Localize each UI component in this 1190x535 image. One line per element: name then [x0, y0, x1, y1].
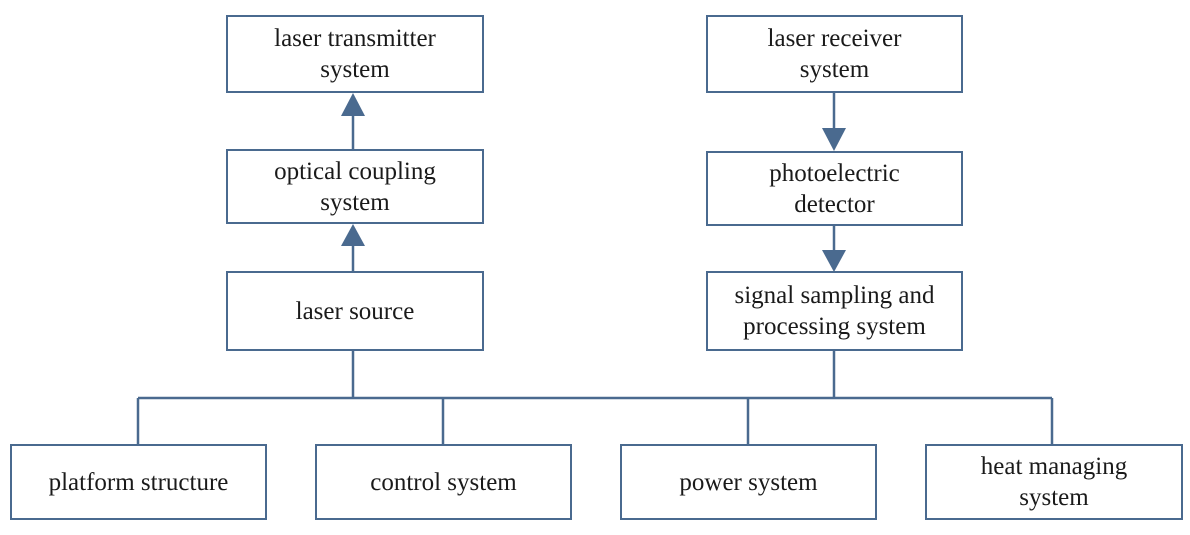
laser-source-label: laser source — [295, 297, 415, 325]
photoelectric-detector-label: photoelectric detector — [769, 159, 900, 218]
power-system-label: power system — [679, 468, 818, 496]
optical-coupling-label: optical coupling system — [274, 157, 436, 216]
signal-sampling-label: signal sampling and processing system — [734, 282, 935, 340]
arrowhead-up-transmitter — [341, 93, 365, 116]
laser-source-box: laser source — [226, 271, 484, 351]
arrowhead-up-coupling — [341, 224, 365, 246]
optical-coupling-box: optical coupling system — [226, 149, 484, 224]
power-system-box: power system — [620, 444, 877, 520]
control-system-label: control system — [370, 468, 517, 496]
signal-sampling-box: signal sampling and processing system — [706, 271, 963, 351]
arrowhead-down-sampling — [822, 250, 846, 272]
heat-managing-box: heat managing system — [925, 444, 1183, 520]
laser-transmitter-label: laser transmitter system — [274, 25, 436, 83]
laser-transmitter-box: laser transmitter system — [226, 15, 484, 93]
control-system-box: control system — [315, 444, 572, 520]
laser-receiver-box: laser receiver system — [706, 15, 963, 93]
laser-receiver-label: laser receiver system — [767, 25, 902, 83]
platform-structure-label: platform structure — [48, 468, 229, 496]
heat-managing-label: heat managing system — [980, 453, 1128, 511]
platform-structure-box: platform structure — [10, 444, 267, 520]
photoelectric-detector-box: photoelectric detector — [706, 151, 963, 226]
arrowhead-down-detector — [822, 128, 846, 151]
